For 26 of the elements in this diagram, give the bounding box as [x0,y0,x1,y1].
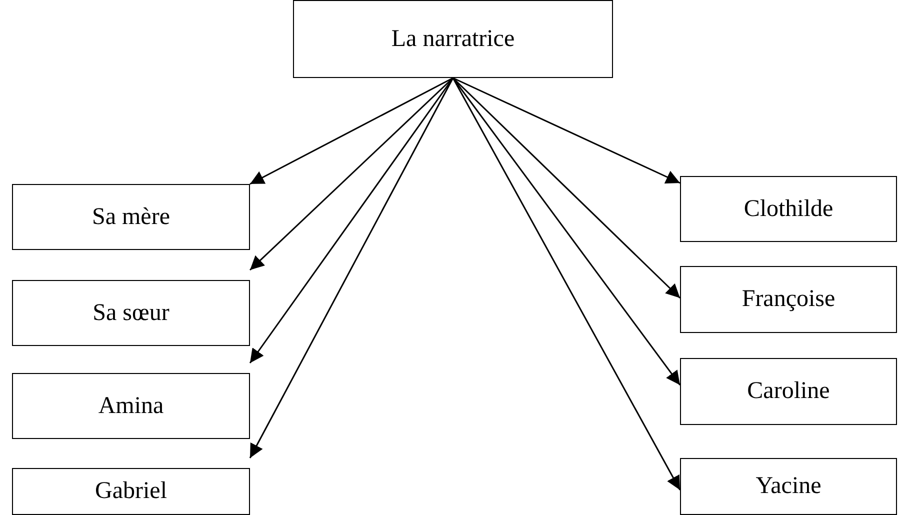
name-label: Sa sœur [92,300,170,326]
name-box [680,358,897,425]
name-label: Amina [98,392,164,420]
root-box [293,0,613,78]
name-label: La narratrice [391,26,515,52]
name-box [680,266,897,333]
name-label: Yacine [756,473,822,500]
arrow [452,77,680,184]
name-label: Clothilde [744,196,834,222]
name-box [12,468,250,515]
arrow [249,78,454,458]
name-box [680,176,897,242]
name-label: Caroline [747,378,830,405]
name-box [12,184,250,250]
name-box [12,280,250,346]
name-box [680,458,897,515]
name-label: Sa mère [92,204,170,230]
arrow [249,78,454,364]
arrow [452,78,681,386]
name-label: Gabriel [95,478,167,505]
arrow [249,77,454,271]
arrow [452,78,681,490]
arrow [452,77,681,299]
name-label: Françoise [742,286,836,313]
arrow [250,77,454,185]
name-box [12,373,250,439]
